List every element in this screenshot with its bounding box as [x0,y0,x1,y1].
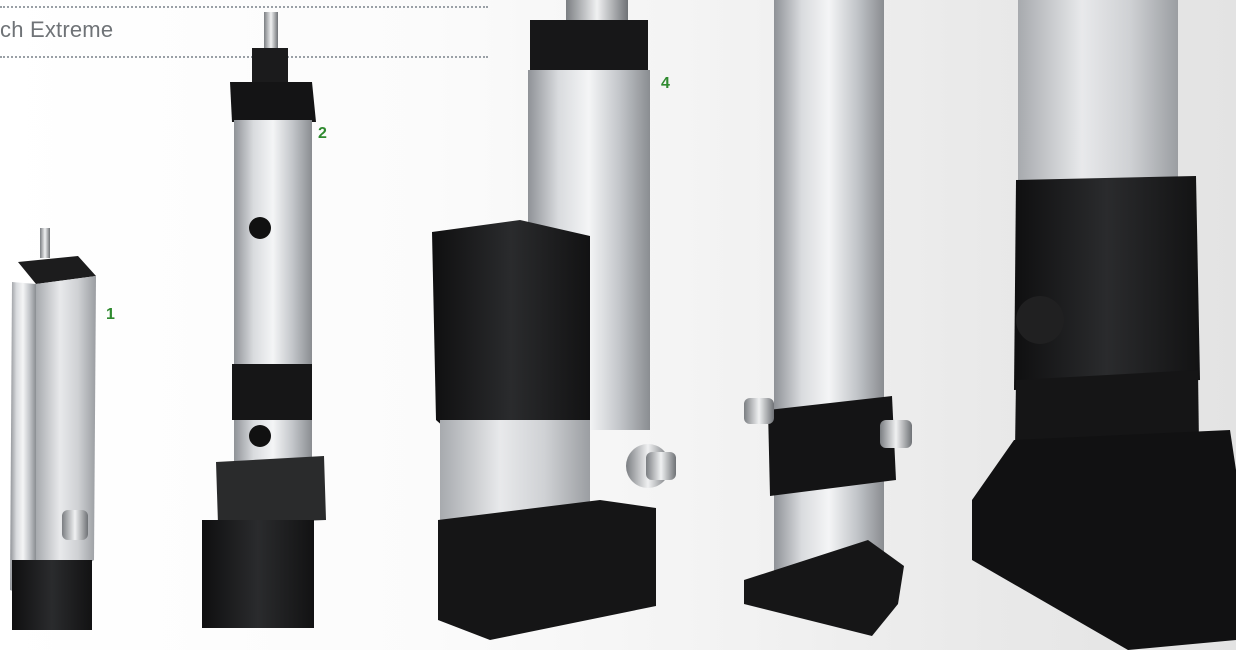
dotted-rule-top [0,6,488,8]
actuator-1 [10,228,96,630]
actuator-heavy [972,0,1236,650]
actuator-4 [432,0,676,640]
callout-label-2: 2 [318,125,327,142]
callout-label-1: 1 [106,306,115,323]
actuator-column [744,0,912,636]
product-family-title: ch Extreme [0,17,114,42]
callout-label-4: 4 [661,75,670,92]
dotted-rule-bottom [0,56,488,58]
actuator-2 [202,12,326,628]
